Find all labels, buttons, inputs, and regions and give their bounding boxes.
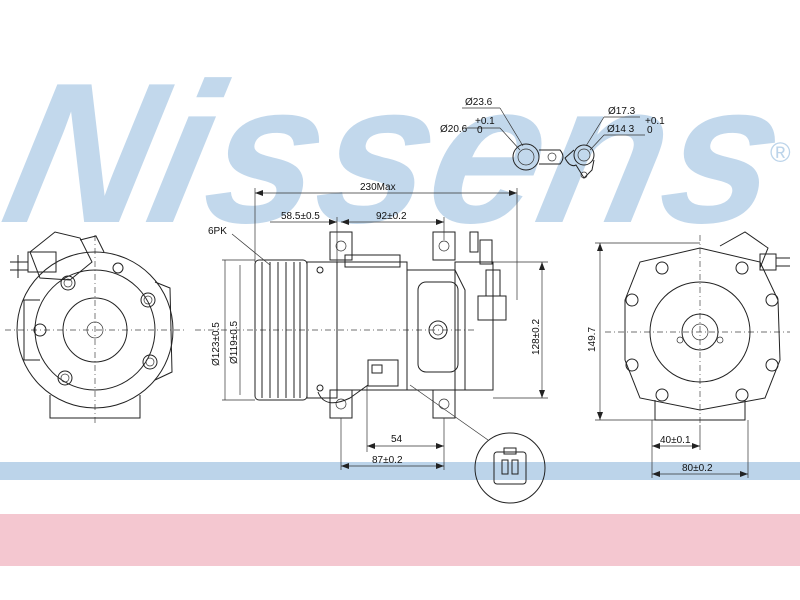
connector-detail bbox=[409, 384, 546, 504]
port-details bbox=[462, 107, 645, 179]
port-small-tol-bottom: 0 bbox=[647, 125, 653, 136]
port-small-outer: Ø17.3 bbox=[608, 106, 636, 117]
dim-front-offset: 58.5±0.5 bbox=[281, 211, 320, 222]
left-front-view bbox=[5, 231, 185, 425]
dim-pulley-inner: Ø119±0.5 bbox=[229, 320, 240, 364]
port-large-tol-bottom: 0 bbox=[477, 125, 483, 136]
dim-pulley-type: 6PK bbox=[208, 226, 227, 237]
port-small-inner: Ø14 3 bbox=[607, 124, 635, 135]
dim-bottom-inner: 54 bbox=[391, 434, 403, 445]
right-rear-view bbox=[595, 231, 790, 478]
dim-right-bottom-outer: 80±0.2 bbox=[682, 463, 713, 474]
blue-stripe bbox=[0, 462, 800, 480]
dim-overall-length: 230Max bbox=[360, 182, 396, 193]
center-side-view bbox=[195, 188, 548, 470]
dim-bottom-outer: 87±0.2 bbox=[372, 455, 403, 466]
port-large-tol-top: +0.1 bbox=[475, 116, 495, 127]
port-small-tol-top: +0.1 bbox=[645, 116, 665, 127]
pink-stripe bbox=[0, 514, 800, 566]
dim-pulley-outer: Ø123±0.5 bbox=[211, 322, 222, 366]
dim-right-height: 149.7 bbox=[587, 327, 598, 352]
registered-mark: ® bbox=[770, 137, 791, 168]
brand-watermark: Nissens bbox=[0, 41, 800, 264]
dim-height-right: 128±0.2 bbox=[531, 318, 542, 355]
port-large-inner: Ø20.6 bbox=[440, 124, 468, 135]
port-large-outer: Ø23.6 bbox=[465, 97, 493, 108]
dim-mount-spacing: 92±0.2 bbox=[376, 211, 407, 222]
dim-right-bottom-inner: 40±0.1 bbox=[660, 435, 691, 446]
